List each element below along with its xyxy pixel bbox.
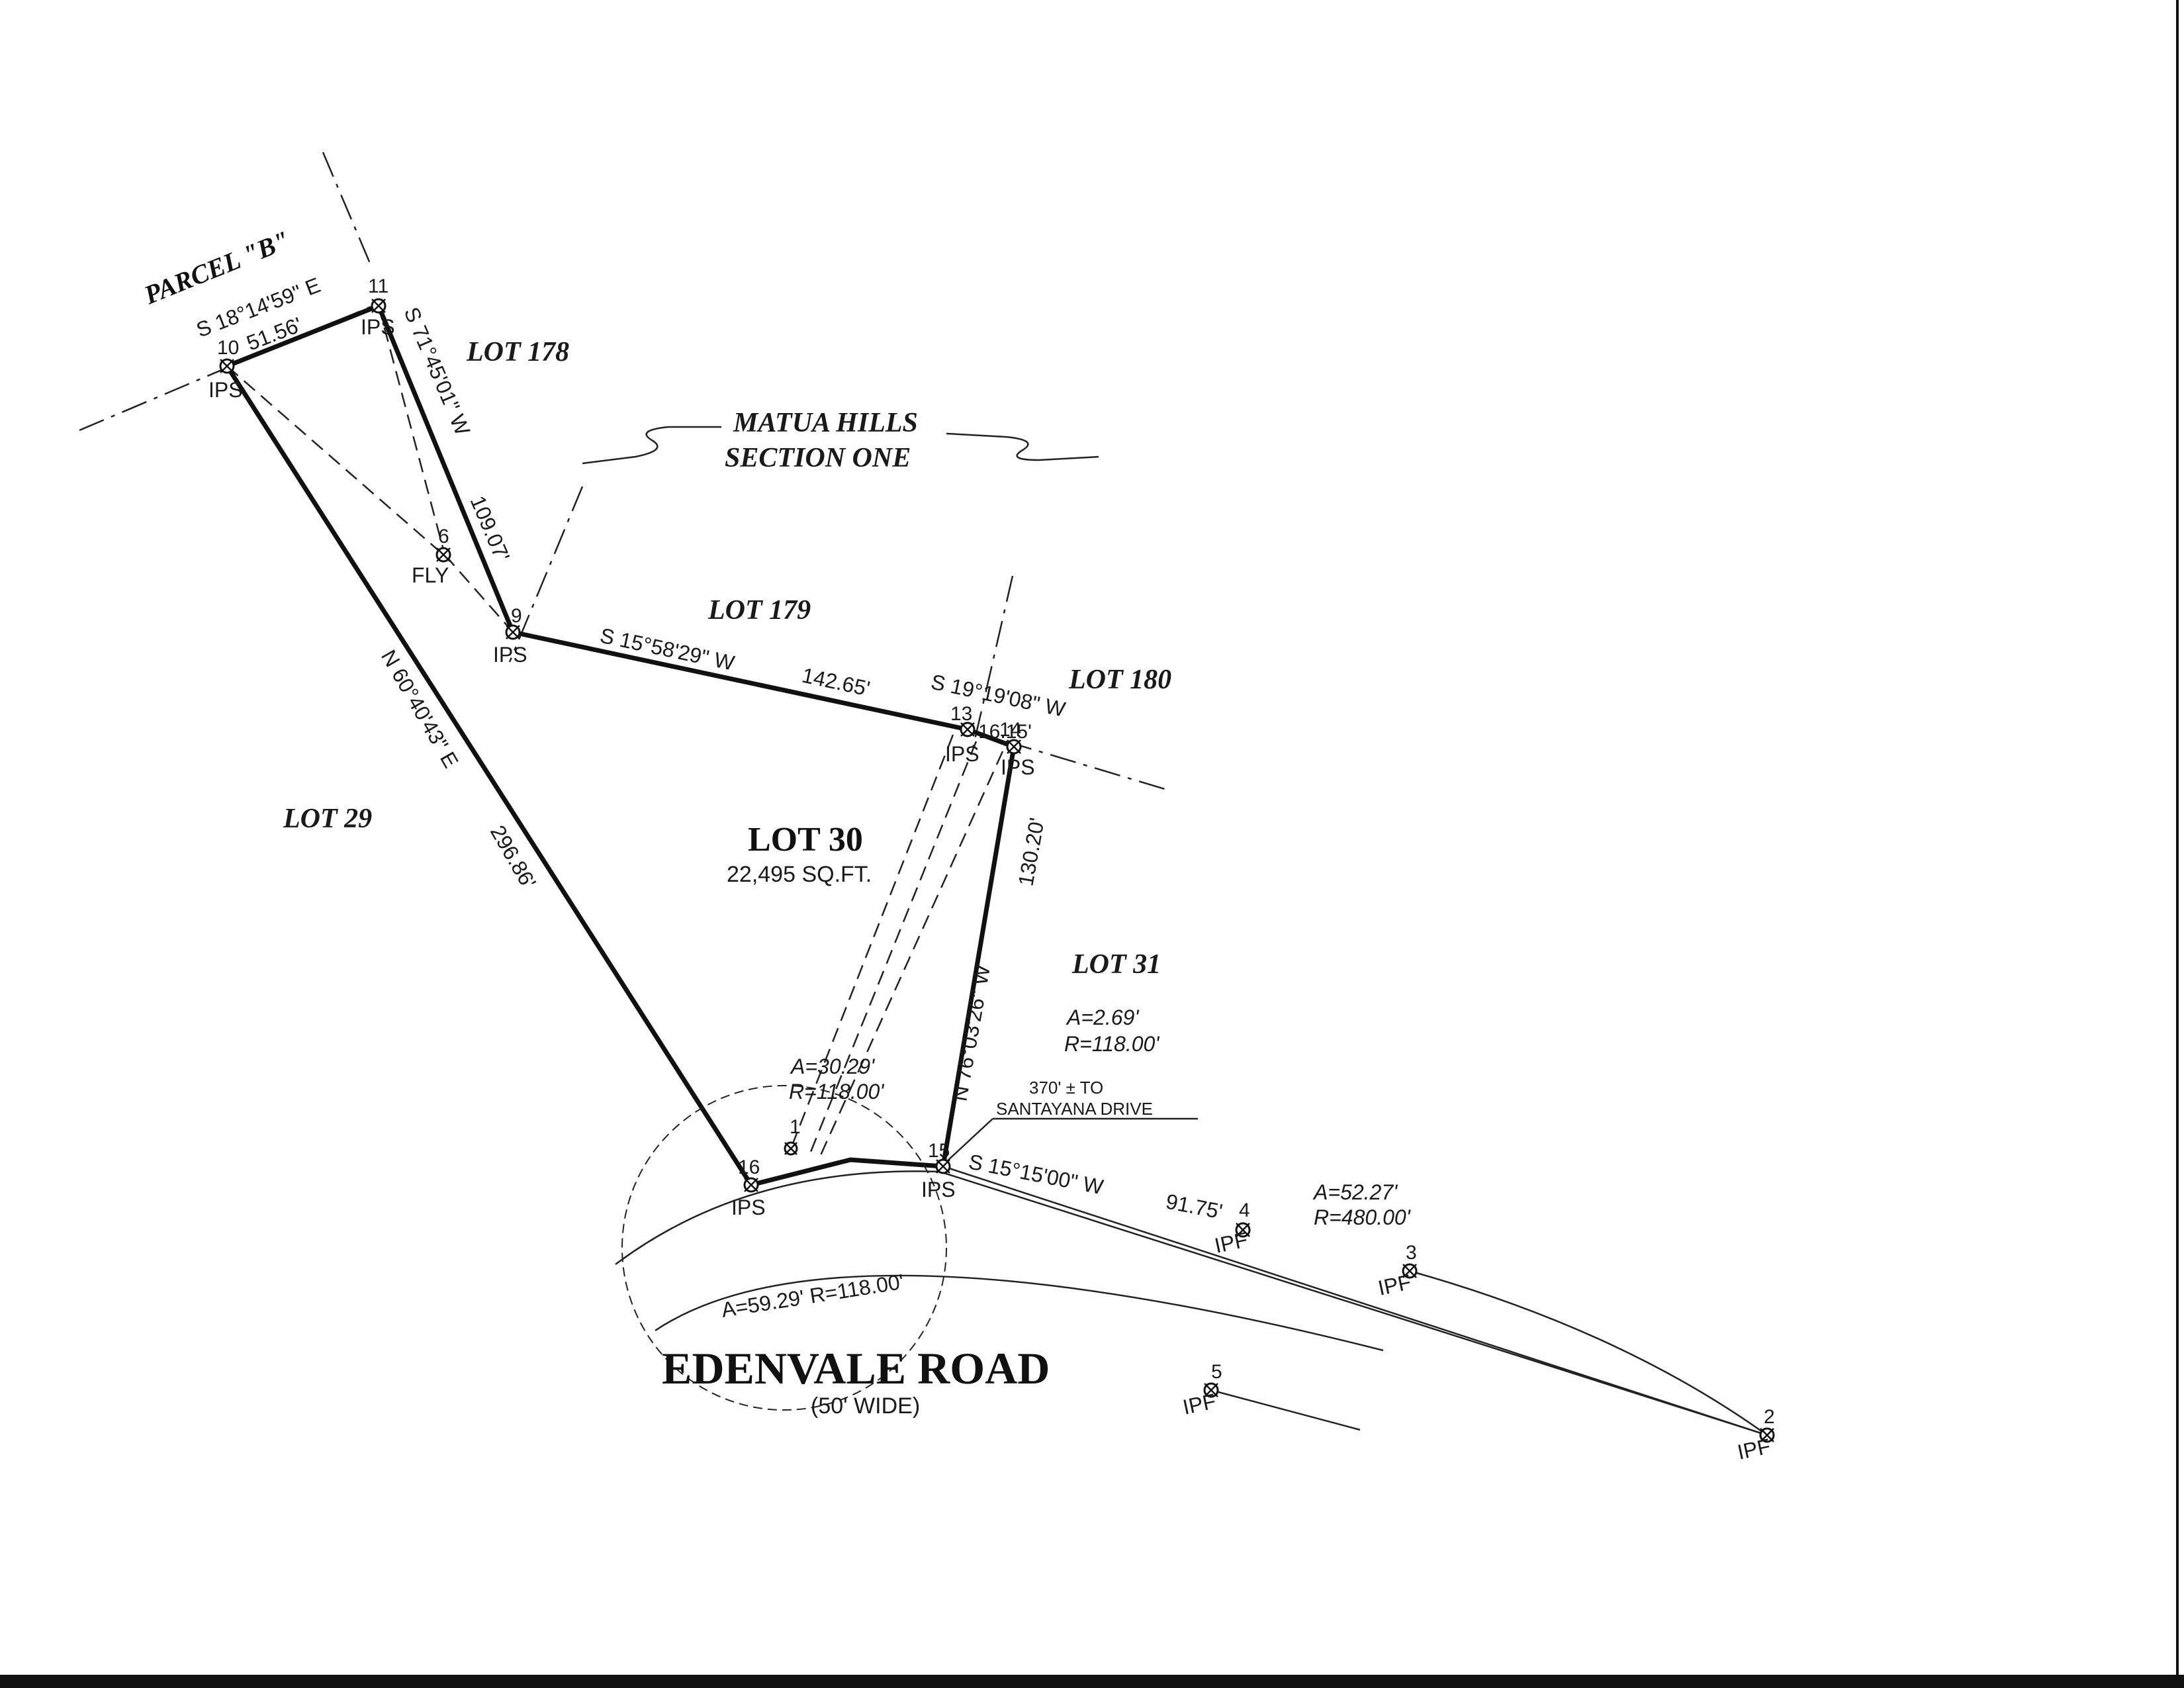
curve-3-arc: A=52.27' [1312,1180,1398,1204]
tie-line-6-9 [444,554,514,633]
curve-1-arc: A=30.29' [790,1055,876,1078]
curve-1-radius: R=118.00' [789,1080,885,1103]
code-ipf-5: IPF [1181,1389,1218,1419]
road-width: (50' WIDE) [811,1393,920,1419]
curve-2-arc: A=2.69' [1066,1006,1140,1029]
distance-15-4: 91.75' [1164,1190,1224,1224]
santayana-leader [946,1118,993,1162]
point-9-number: 9 [511,605,522,627]
monument-16 [743,1177,759,1193]
point-5-number: 5 [1211,1361,1222,1383]
bottom-border [0,1675,2184,1688]
tie-line-13-1a [790,734,954,1149]
code-ips-14: IPS [1001,755,1035,779]
monument-3 [1402,1263,1418,1279]
lot-180-line-east [1005,740,1172,792]
lot-180-line-north [972,575,1014,749]
point-1-number: 1 [790,1116,801,1138]
tie-line-10-6 [226,365,444,555]
lot-178-line-north [322,152,372,265]
code-ips-11: IPS [361,315,395,339]
code-ips-13: IPS [945,742,979,766]
monument-1 [784,1141,798,1156]
tie-line-13-1b [809,741,978,1152]
code-ips-10: IPS [208,378,243,402]
lot-30-area: 22,495 SQ.FT. [727,862,872,887]
tie-line-14-1 [819,751,1004,1156]
code-ips-15: IPS [921,1178,956,1201]
code-ipf-3: IPF [1376,1270,1413,1300]
distance-16-10: 296.86' [486,821,541,893]
lot-29-label: LOT 29 [283,804,372,834]
matua-hills-line2: SECTION ONE [725,443,911,473]
road-curve-data: A=59.29' R=118.00' [719,1270,905,1322]
road-curve-circle [621,1085,947,1411]
road-south-stub [1210,1389,1361,1431]
lot-178-label: LOT 178 [466,337,569,367]
monument-5 [1203,1382,1219,1398]
lot-31-label: LOT 31 [1071,949,1161,980]
point-13-number: 13 [950,703,972,725]
code-ips-9: IPS [493,643,527,667]
santayana-ref-line2: SANTAYANA DRIVE [996,1099,1153,1119]
road-name: EDENVALE ROAD [662,1343,1050,1393]
distance-14-15: 130.20' [1013,816,1049,888]
curve-3-2 [1409,1270,1768,1436]
point-2-number: 2 [1764,1406,1775,1428]
point-16-number: 16 [738,1156,760,1178]
monument-14 [1006,739,1022,755]
lot-180-label: LOT 180 [1068,665,1171,695]
santayana-ref-line1: 370' ± TO [1029,1078,1103,1098]
monument-9 [505,624,521,640]
matua-hills-squiggle-right [946,432,1099,461]
road-line-4-3-2 [942,1165,1768,1436]
monument-4 [1235,1222,1251,1238]
code-ipf-4: IPF [1212,1227,1250,1258]
code-fly-6: FLY [412,563,449,587]
curve-2-radius: R=118.00' [1064,1032,1160,1056]
point-15-number: 15 [928,1140,950,1162]
curve-3-radius: R=480.00' [1314,1205,1412,1229]
point-10-number: 10 [217,337,239,359]
monument-13 [960,722,976,737]
monument-2 [1759,1427,1775,1443]
bearing-14-15: N 76°03'26" W [947,962,995,1103]
code-ipf-2: IPF [1735,1434,1772,1464]
monument-11 [371,298,387,314]
point-4-number: 4 [1239,1199,1250,1221]
monument-6 [435,547,451,563]
point-6-number: 6 [438,526,449,547]
point-11-number: 11 [368,275,388,297]
point-14-number: 14 [999,719,1021,741]
point-3-number: 3 [1406,1242,1417,1264]
matua-hills-line1: MATUA HILLS [733,408,918,438]
bearing-15-4: S 15°15'00" W [967,1150,1106,1199]
matua-hills-squiggle [582,426,721,465]
tie-line-11-6 [377,305,446,555]
road-south-line [655,1274,1384,1352]
monument-15 [935,1158,951,1174]
distance-13-14: 16.15' [978,721,1032,743]
monument-10 [219,358,235,374]
lot-30-label: LOT 30 [748,821,863,859]
code-ips-16: IPS [731,1196,766,1219]
lot-179-label: LOT 179 [707,595,811,626]
bearing-11-9: S 71°45'01" W [400,304,475,440]
distance-11-9: 109.07' [466,492,515,565]
road-north-line [615,1170,1768,1436]
